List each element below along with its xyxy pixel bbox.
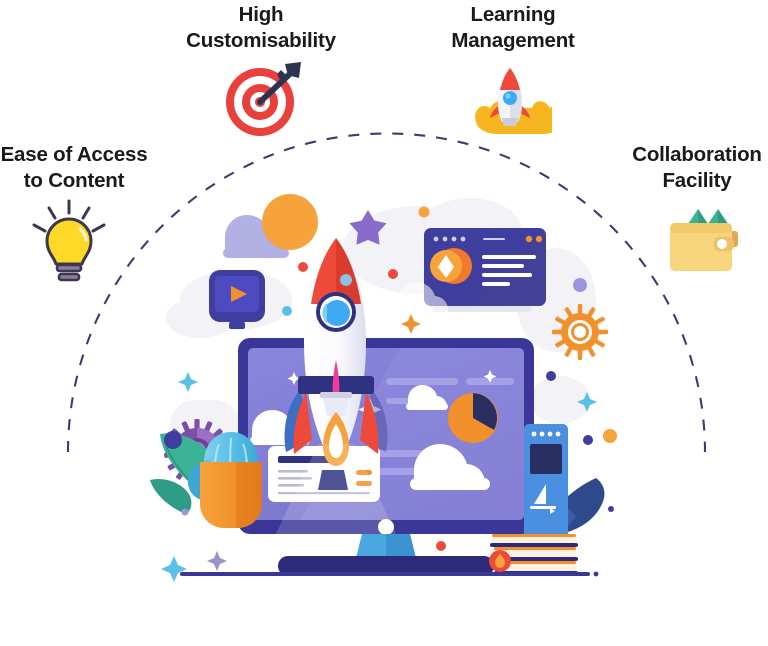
rocket-large (276, 238, 396, 534)
cloud-white-icon (398, 282, 448, 312)
dart-icon (257, 62, 301, 105)
target-dart-icon (226, 62, 301, 136)
book-stack[interactable] (489, 534, 578, 575)
monitor[interactable] (238, 338, 534, 535)
pie-chart (448, 393, 498, 443)
monitor-stand (278, 534, 494, 576)
feature-label-high-customisability: High Customisability (186, 3, 336, 52)
monitor-power-dot[interactable] (378, 519, 394, 535)
browser-window-card[interactable] (424, 228, 546, 312)
ground-line (180, 572, 590, 576)
confetti-decorations (161, 206, 617, 582)
lightbulb-icon (32, 199, 106, 282)
ground-dot (593, 571, 599, 577)
certificate-card[interactable] (268, 446, 380, 502)
feature-label-ease-of-access: Ease of Access to Content (0, 143, 148, 192)
wallet-folder-icon (670, 209, 738, 271)
sun-circle-icon (262, 194, 318, 250)
feature-label-learning-management: Learning Management (451, 3, 575, 52)
leaf-teal-left-3 (150, 478, 192, 514)
video-play-button[interactable] (209, 270, 265, 329)
gear-orange-icon (552, 304, 608, 360)
feature-label-collaboration-facility: Collaboration Facility (632, 143, 762, 192)
tablet-device[interactable] (524, 424, 568, 550)
cactus-plant (188, 432, 262, 528)
rocket-launch-icon (475, 68, 552, 134)
star-purple-icon (349, 210, 387, 245)
